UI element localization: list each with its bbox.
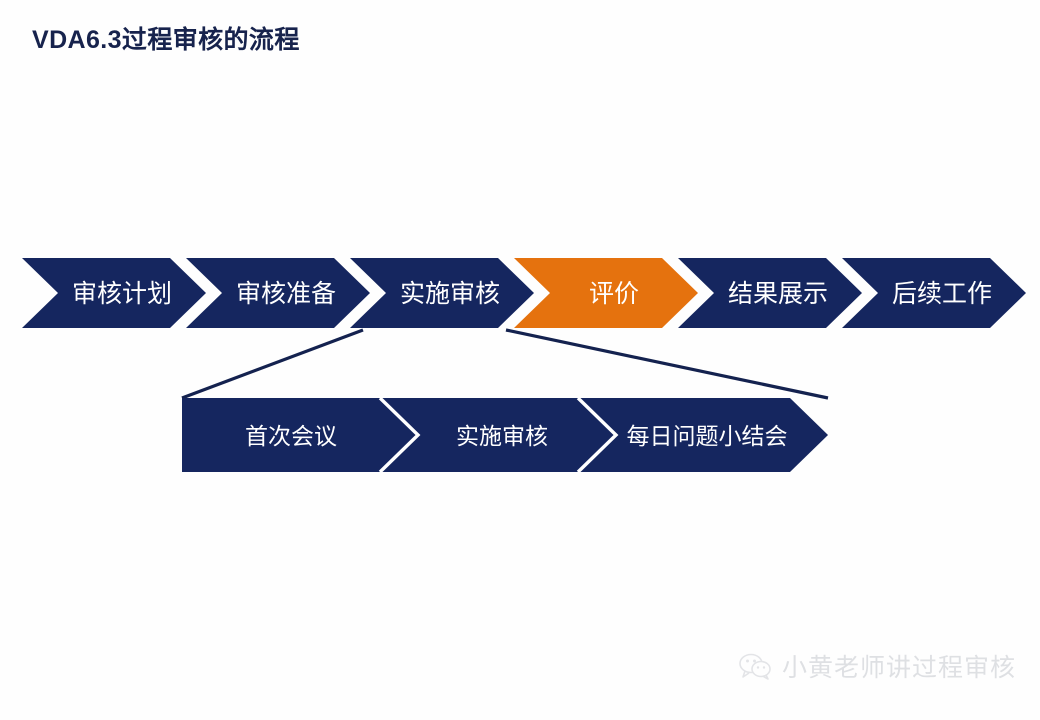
page-title: VDA6.3过程审核的流程 [32, 26, 300, 54]
flow-step-bottom-2[interactable]: 实施审核 [456, 423, 548, 449]
flow-step-top-3-label: 实施审核 [400, 280, 500, 308]
bottom-row-separator-1 [378, 396, 421, 474]
flow-step-top-6[interactable]: 后续工作 [842, 258, 1026, 328]
top-row-steps: 审核计划 审核准备 实施审核 评价 结果展示 [22, 258, 1026, 328]
flow-step-top-2[interactable]: 审核准备 [186, 258, 370, 328]
flow-step-top-4-label: 评价 [589, 280, 639, 308]
flow-step-top-3[interactable]: 实施审核 [350, 258, 534, 328]
flow-step-bottom-2-label: 实施审核 [456, 423, 548, 449]
bottom-row-bar-shape [182, 398, 828, 472]
flow-step-top-1-shape [22, 258, 206, 328]
flow-step-bottom-1-label: 首次会议 [245, 423, 337, 449]
connector-line-left [181, 328, 364, 400]
connector-lines [181, 328, 829, 400]
flow-step-bottom-1[interactable]: 首次会议 [245, 423, 337, 449]
flow-step-top-1-label: 审核计划 [72, 280, 172, 308]
flow-step-top-5[interactable]: 结果展示 [678, 258, 862, 328]
flow-step-top-3-shape [350, 258, 534, 328]
flow-step-bottom-3-label: 每日问题小结会 [627, 423, 788, 449]
connector-line-right [505, 328, 829, 400]
flow-step-top-1[interactable]: 审核计划 [22, 258, 206, 328]
flow-step-top-6-shape [842, 258, 1026, 328]
flow-step-bottom-3[interactable]: 每日问题小结会 [627, 423, 788, 449]
flow-step-top-2-label: 审核准备 [236, 280, 336, 308]
flow-step-top-6-label: 后续工作 [892, 280, 992, 308]
bottom-row-steps: 首次会议 实施审核 每日问题小结会 [182, 396, 828, 474]
flow-step-top-5-label: 结果展示 [728, 280, 828, 308]
flow-step-top-2-shape [186, 258, 370, 328]
flow-step-top-5-shape [678, 258, 862, 328]
flow-step-top-4[interactable]: 评价 [514, 258, 698, 328]
bottom-row-separator-2 [576, 396, 619, 474]
flow-step-top-4-shape [514, 258, 698, 328]
